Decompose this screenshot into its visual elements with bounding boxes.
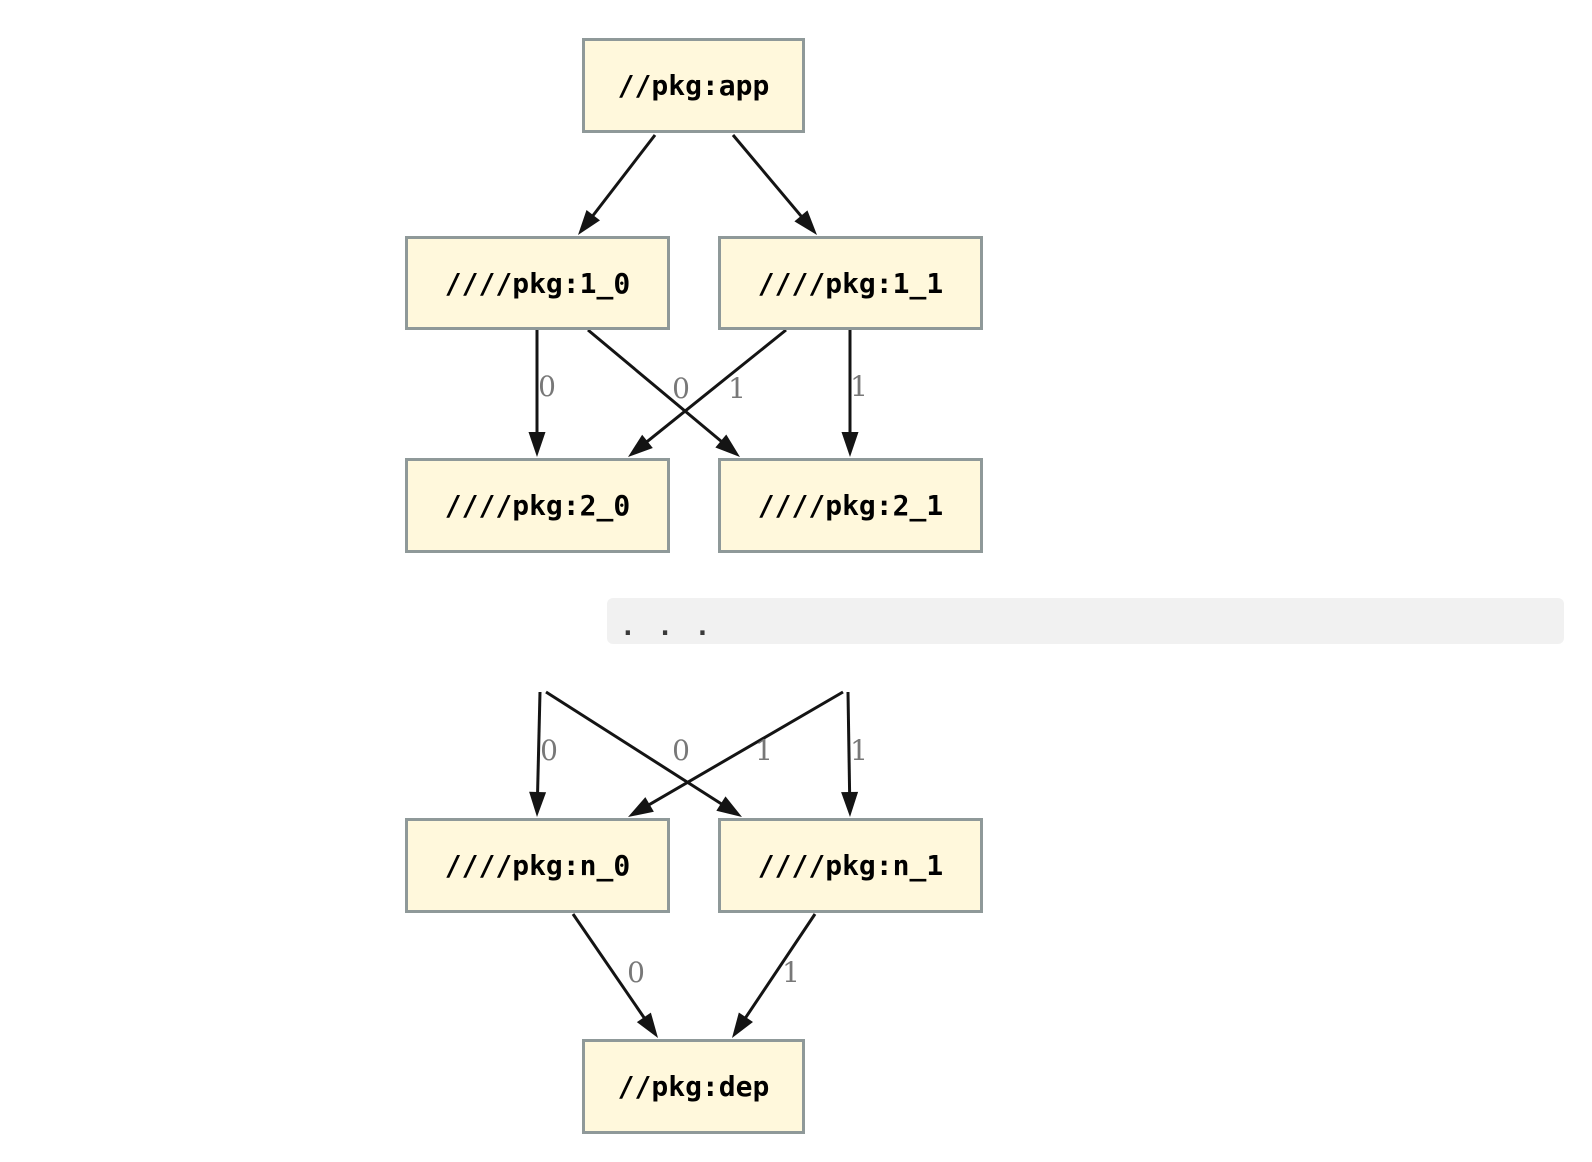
edge-1_1-to-2_0 xyxy=(643,328,787,446)
edge-label-1_1-to-2_1: 1 xyxy=(850,370,868,403)
node-pkg-n-1-label: ////pkg:n_1 xyxy=(757,849,944,882)
node-pkg-2-0-label: ////pkg:2_0 xyxy=(444,489,631,522)
arrowhead-hidden-to-n_1-cross xyxy=(716,796,742,817)
edge-label-1_0-to-2_0: 0 xyxy=(538,370,556,403)
node-pkg-1-0-label: ////pkg:1_0 xyxy=(444,266,631,300)
edge-n_1-to-dep xyxy=(742,913,817,1022)
node-pkg-2-0: ////pkg:2_0 xyxy=(405,458,670,553)
arrowhead-hidden-to-n_1-direct xyxy=(841,791,859,817)
edge-label-hidden-to-n_0-cross: 0 xyxy=(672,734,690,767)
arrowhead-n_1-to-dep xyxy=(732,1012,753,1038)
edge-app-to-1_1 xyxy=(731,134,805,220)
edge-label-1_1-to-2_0: 0 xyxy=(672,372,690,405)
edge-1_0-to-2_1 xyxy=(587,328,725,445)
node-pkg-dep-label: //pkg:dep xyxy=(617,1070,770,1103)
edge-label-hidden-to-n_1-cross: 1 xyxy=(755,734,773,767)
edge-hidden-to-n_0-cross xyxy=(645,690,844,808)
arrowhead-hidden-to-n_0-direct xyxy=(529,791,547,817)
node-pkg-1-0: ////pkg:1_0 xyxy=(405,236,670,330)
arrowhead-n_0-to-dep xyxy=(636,1012,658,1038)
node-pkg-2-1: ////pkg:2_1 xyxy=(718,458,983,553)
edge-n_0-to-dep xyxy=(571,913,648,1022)
edge-hidden-to-n_0-direct xyxy=(536,691,542,797)
edge-app-to-1_0 xyxy=(589,134,657,220)
edge-label-n_1-to-dep: 1 xyxy=(782,956,800,989)
arrowhead-1_0-to-2_0 xyxy=(528,432,546,457)
node-pkg-1-1-label: ////pkg:1_1 xyxy=(757,266,944,300)
arrowhead-1_0-to-2_1 xyxy=(715,434,740,457)
ellipsis-band: . . . xyxy=(607,598,1564,644)
edge-label-hidden-to-n_1-direct: 1 xyxy=(850,734,868,767)
node-pkg-n-1: ////pkg:n_1 xyxy=(718,818,983,913)
edge-hidden-to-n_1-cross xyxy=(545,690,726,807)
arrowhead-app-to-1_0 xyxy=(578,210,600,235)
arrowhead-1_1-to-2_0 xyxy=(628,434,653,457)
node-pkg-2-1-label: ////pkg:2_1 xyxy=(757,489,944,522)
node-pkg-1-1: ////pkg:1_1 xyxy=(718,236,983,330)
node-pkg-n-0: ////pkg:n_0 xyxy=(405,818,670,913)
edge-label-hidden-to-n_0-direct: 0 xyxy=(540,734,558,767)
arrowhead-1_1-to-2_1 xyxy=(841,432,859,457)
node-pkg-n-0-label: ////pkg:n_0 xyxy=(444,849,631,882)
edge-label-n_0-to-dep: 0 xyxy=(627,956,645,989)
node-pkg-app: //pkg:app xyxy=(582,38,805,133)
arrowhead-app-to-1_1 xyxy=(794,210,817,235)
node-pkg-app-label: //pkg:app xyxy=(617,69,770,102)
arrowhead-hidden-to-n_0-cross xyxy=(628,797,654,817)
edge-hidden-to-n_1-direct xyxy=(846,691,852,797)
edge-label-1_0-to-2_1: 1 xyxy=(728,372,746,405)
ellipsis-dots: . . . xyxy=(620,612,714,642)
node-pkg-dep: //pkg:dep xyxy=(582,1039,805,1134)
